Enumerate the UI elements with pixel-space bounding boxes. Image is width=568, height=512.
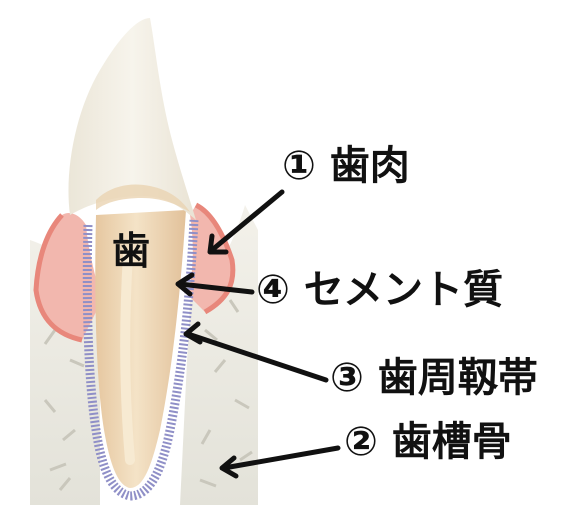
- alveolar-bone-label: ② 歯槽骨: [344, 422, 512, 462]
- cementum-label: ④ セメント質: [256, 270, 503, 310]
- periodontal-ligament-label: ③ 歯周靱帯: [330, 358, 538, 398]
- gum-label: ① 歯肉: [282, 146, 410, 186]
- tooth-label: 歯: [112, 232, 150, 270]
- root-canal: [125, 255, 130, 460]
